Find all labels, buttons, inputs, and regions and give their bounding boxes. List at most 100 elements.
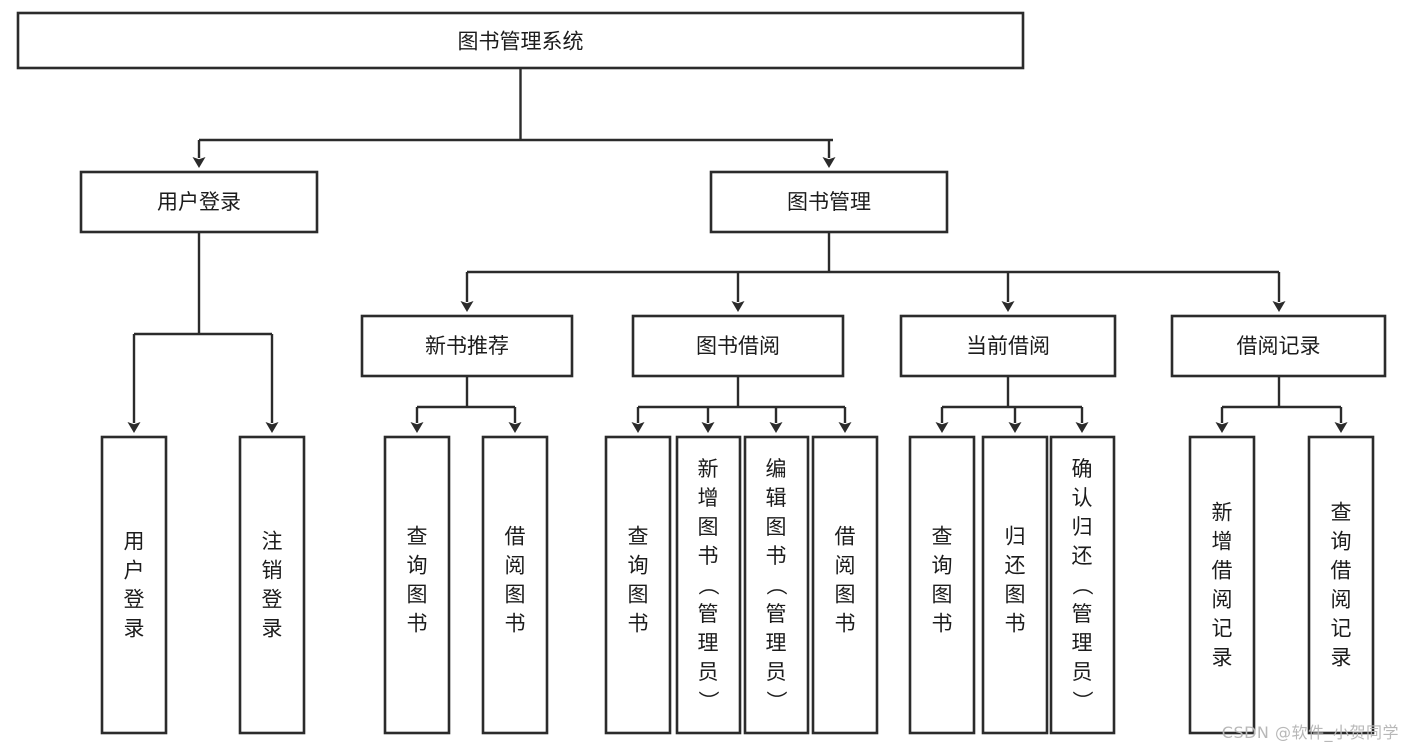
node-current-borrow[interactable]: 当前借阅 (899, 314, 1117, 378)
node-leaf-logout-login-box[interactable] (238, 435, 306, 735)
svg-text:销: 销 (262, 559, 283, 583)
connector-borrow-to-leaves (631, 376, 852, 433)
node-leaf-add-borrow-record-box[interactable] (1188, 435, 1256, 735)
node-leaf-user-login[interactable]: 用户登录 (100, 435, 168, 735)
node-book-management-box[interactable] (709, 170, 949, 234)
node-leaf-query-book-recommend-box[interactable] (383, 435, 451, 735)
svg-text:（: （ (764, 575, 788, 596)
svg-text:确: 确 (1072, 457, 1093, 481)
node-current-borrow-label: 当前借阅 (966, 334, 1050, 358)
node-leaf-borrow-book-box[interactable] (811, 435, 879, 735)
svg-text:管: 管 (698, 602, 719, 626)
svg-text:管: 管 (766, 602, 787, 626)
svg-text:查: 查 (628, 525, 649, 549)
svg-text:阅: 阅 (835, 554, 856, 578)
node-leaf-user-login-box[interactable] (100, 435, 168, 735)
svg-text:书: 书 (628, 612, 649, 636)
node-leaf-return-book-box[interactable] (981, 435, 1049, 735)
svg-text:图: 图 (932, 583, 953, 607)
svg-text:书: 书 (1005, 612, 1026, 636)
svg-text:还: 还 (1005, 554, 1026, 578)
node-root-label: 图书管理系统 (458, 30, 584, 54)
node-user-login-box[interactable] (79, 170, 319, 234)
svg-text:录: 录 (1331, 646, 1352, 670)
svg-text:录: 录 (262, 617, 283, 641)
svg-text:图: 图 (1005, 583, 1026, 607)
node-root-box[interactable] (16, 11, 1025, 70)
node-leaf-query-book-borrow-box[interactable] (604, 435, 672, 735)
node-root[interactable]: 图书管理系统 (16, 11, 1025, 70)
node-leaf-query-book-current-box[interactable] (908, 435, 976, 735)
svg-text:注: 注 (262, 530, 283, 554)
svg-text:登: 登 (262, 588, 283, 612)
svg-text:查: 查 (1331, 501, 1352, 525)
svg-text:询: 询 (628, 554, 649, 578)
svg-text:书: 书 (835, 612, 856, 636)
node-borrow-record-box[interactable] (1170, 314, 1387, 378)
svg-text:户: 户 (124, 559, 145, 583)
svg-text:理: 理 (698, 631, 719, 655)
svg-text:员: 员 (698, 660, 719, 684)
node-leaf-add-book-admin-box[interactable] (675, 435, 742, 735)
node-book-borrow[interactable]: 图书借阅 (631, 314, 845, 378)
node-user-login[interactable]: 用户登录 (79, 170, 319, 234)
svg-text:图: 图 (505, 583, 526, 607)
node-current-borrow-box[interactable] (899, 314, 1117, 378)
node-user-login-label: 用户登录 (157, 190, 241, 214)
node-leaf-user-login-label: 用户登录 (124, 530, 145, 641)
svg-text:登: 登 (124, 588, 145, 612)
svg-text:员: 员 (1072, 660, 1093, 684)
node-new-book-recommend-box[interactable] (360, 314, 574, 378)
node-borrow-record-label: 借阅记录 (1237, 334, 1321, 358)
svg-text:阅: 阅 (1212, 588, 1233, 612)
node-book-borrow-box[interactable] (631, 314, 845, 378)
svg-text:借: 借 (835, 525, 856, 549)
svg-text:查: 查 (932, 525, 953, 549)
connector-bookmgmt-to-level2 (460, 232, 1286, 312)
connector-record-to-leaves (1215, 376, 1348, 433)
svg-text:书: 书 (698, 544, 719, 568)
node-book-management-label: 图书管理 (787, 190, 871, 214)
svg-text:记: 记 (1331, 617, 1352, 641)
node-new-book-recommend[interactable]: 新书推荐 (360, 314, 574, 378)
node-leaf-edit-book-admin-box[interactable] (743, 435, 810, 735)
svg-text:）: ） (764, 691, 788, 712)
node-borrow-record[interactable]: 借阅记录 (1170, 314, 1387, 378)
svg-text:录: 录 (1212, 646, 1233, 670)
svg-text:编: 编 (766, 457, 787, 481)
node-new-book-recommend-label: 新书推荐 (425, 334, 509, 358)
svg-text:）: ） (696, 691, 720, 712)
svg-text:增: 增 (698, 486, 719, 510)
connector-userlogin-to-leaves (127, 232, 279, 433)
svg-text:书: 书 (932, 612, 953, 636)
node-book-management[interactable]: 图书管理 (709, 170, 949, 234)
node-leaf-query-borrow-record-box[interactable] (1307, 435, 1375, 735)
svg-text:图: 图 (628, 583, 649, 607)
connector-layer (127, 68, 1348, 433)
svg-text:询: 询 (932, 554, 953, 578)
svg-text:书: 书 (766, 544, 787, 568)
svg-text:增: 增 (1212, 530, 1233, 554)
node-leaf-confirm-return-admin-box[interactable] (1049, 435, 1116, 735)
svg-text:辑: 辑 (766, 486, 787, 510)
node-leaf-borrow-book-recommend-box[interactable] (481, 435, 549, 735)
